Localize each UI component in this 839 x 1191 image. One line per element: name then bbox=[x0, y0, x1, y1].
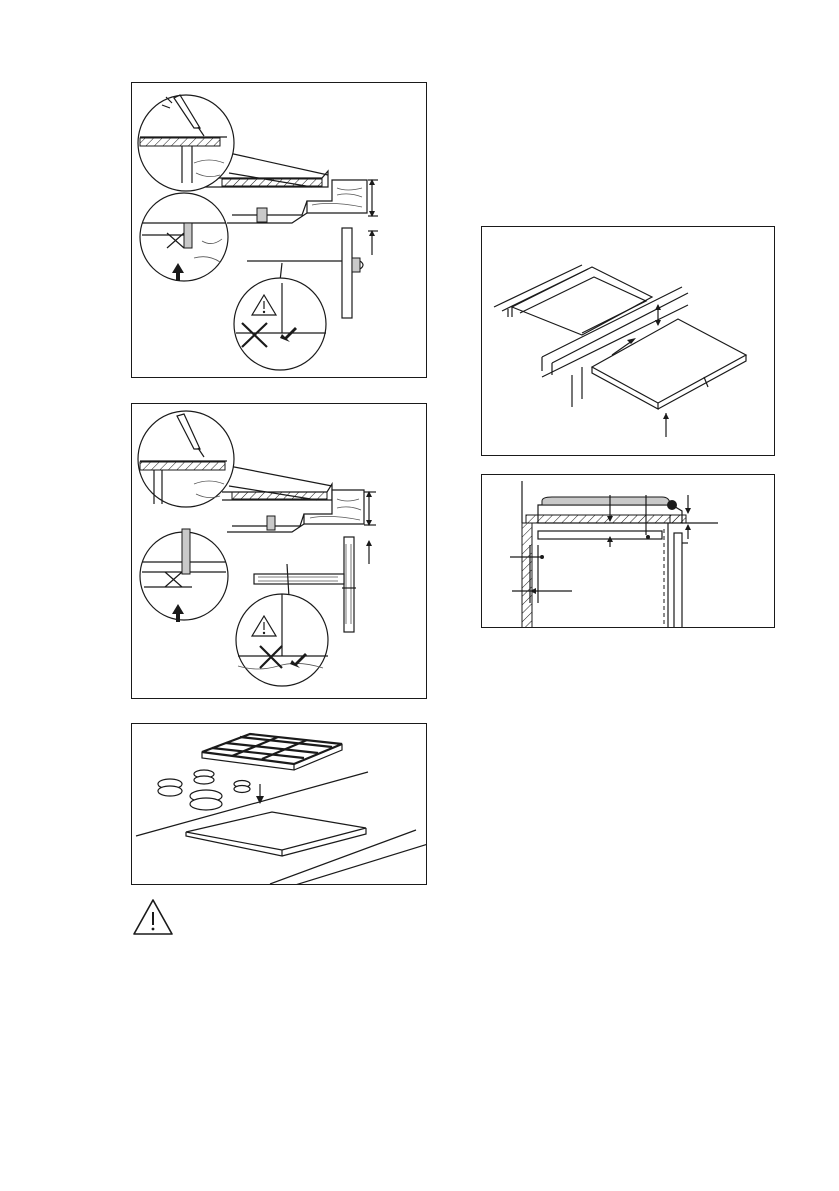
figure-seal-installation-a bbox=[131, 82, 427, 378]
figure-seal-installation-b bbox=[131, 403, 427, 699]
seal-installation-variant-icon bbox=[132, 404, 427, 699]
installation-distances-icon bbox=[482, 475, 775, 628]
figure-installation-distances bbox=[481, 474, 775, 628]
seal-installation-illustration-icon bbox=[132, 83, 427, 378]
figure-hob-assembly bbox=[131, 723, 427, 885]
figure-hob-insertion bbox=[481, 226, 775, 456]
hob-insertion-icon bbox=[482, 227, 775, 456]
hob-assembly-icon bbox=[132, 724, 427, 885]
warning-triangle-icon bbox=[131, 897, 175, 937]
